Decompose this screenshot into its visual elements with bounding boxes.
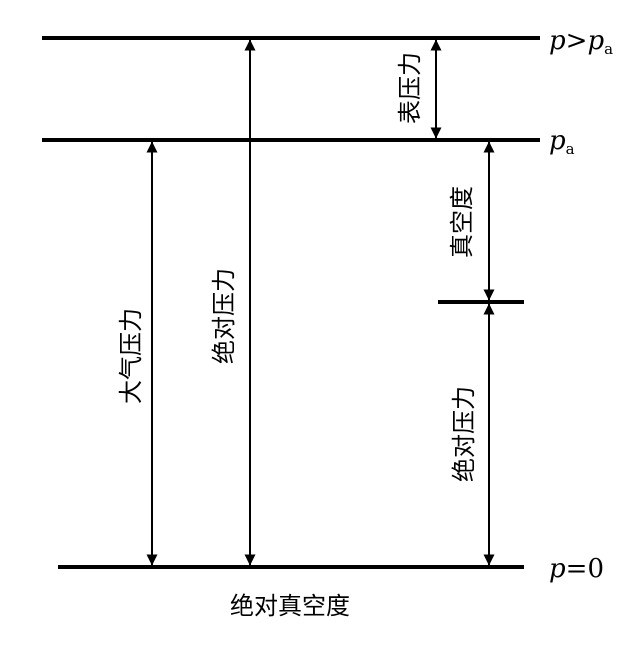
- label-vacuum: 真空度: [448, 186, 476, 258]
- label-absolute-pressure-left: 绝对压力: [210, 268, 238, 364]
- label-pa: pa: [549, 126, 575, 158]
- label-gauge-pressure: 表压力: [396, 52, 424, 124]
- label-p-zero: p=0: [549, 554, 604, 584]
- label-p-greater-pa: p>pa: [549, 26, 613, 58]
- label-absolute-pressure-right: 绝对压力: [450, 386, 478, 482]
- label-absolute-vacuum: 绝对真空度: [230, 592, 350, 620]
- label-atmospheric-pressure: 大气压力: [117, 308, 145, 404]
